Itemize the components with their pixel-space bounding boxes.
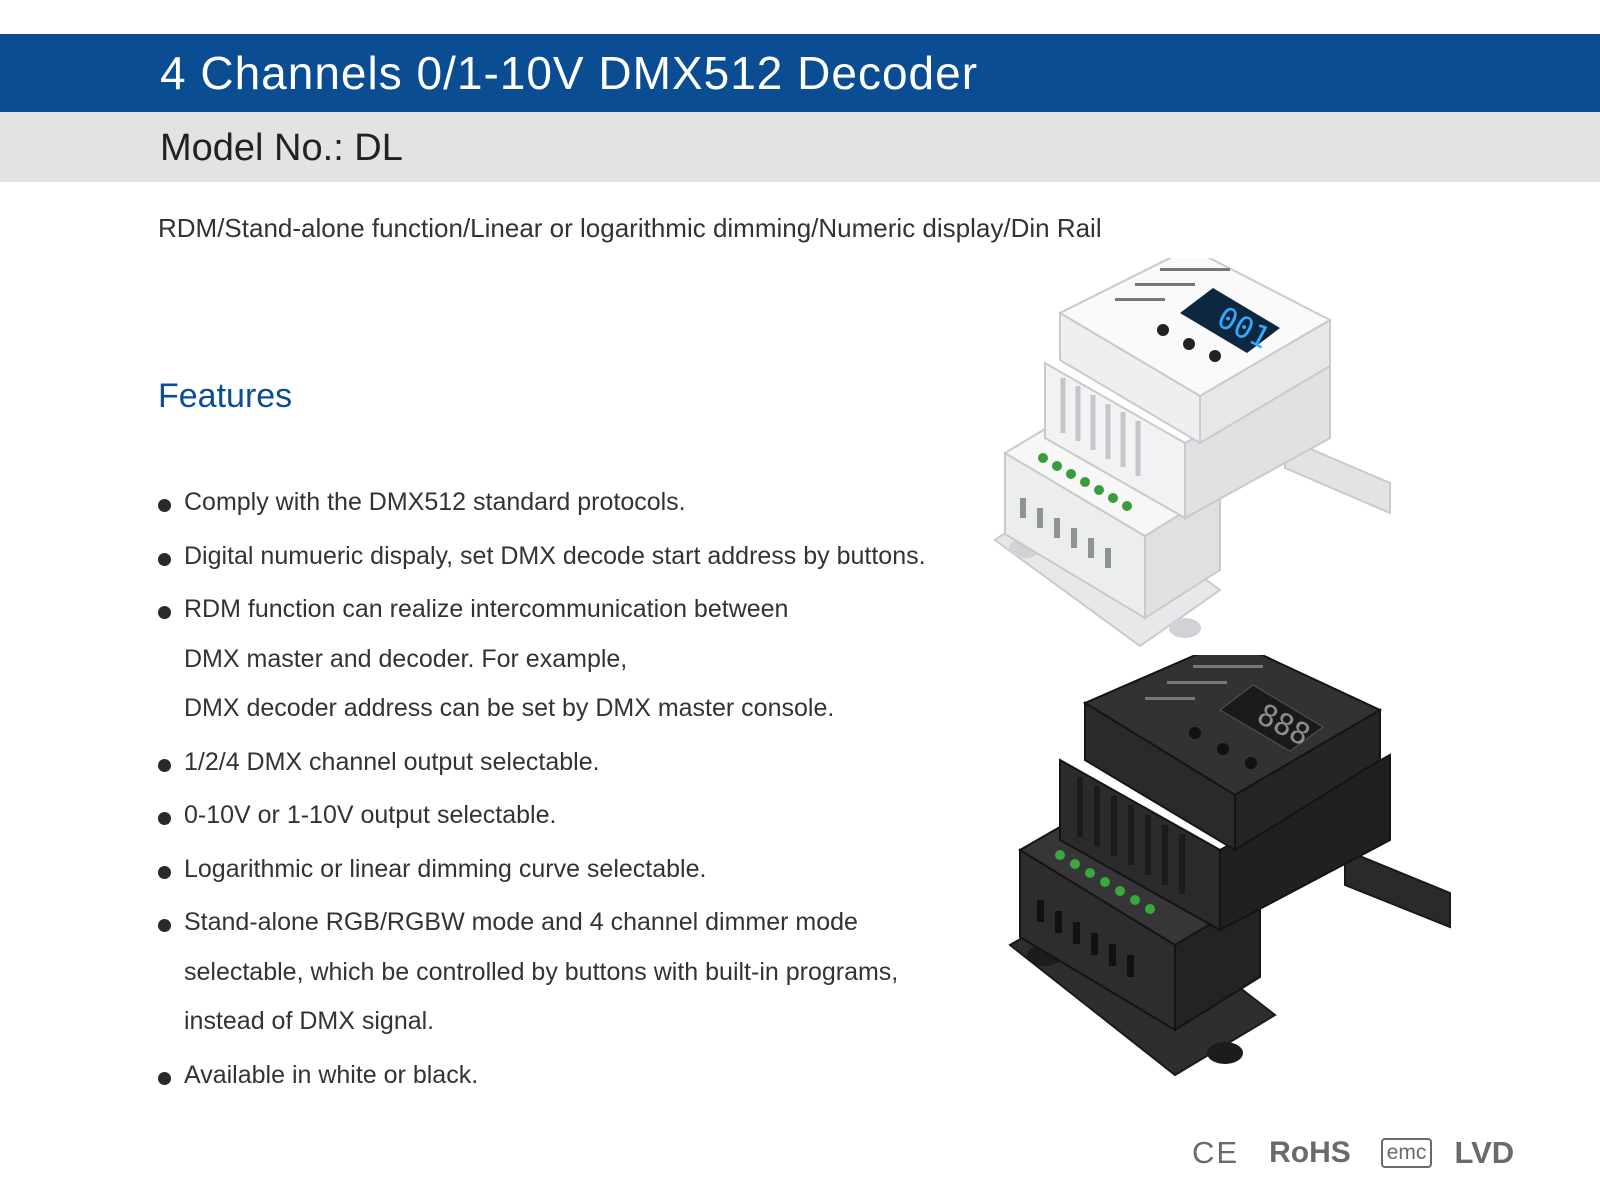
feature-line: Logarithmic or linear dimming curve sele… [184, 854, 707, 883]
feature-item: Stand-alone RGB/RGBW mode and 4 channel … [158, 898, 948, 1047]
bullet-icon [158, 552, 171, 566]
bullet-icon [158, 919, 171, 932]
feature-line: DMX decoder address can be set by DMX ma… [184, 694, 835, 722]
feature-item: Digital numueric dispaly, set DMX decode… [158, 532, 948, 582]
lvd-mark: LVD [1454, 1135, 1515, 1170]
bullet-icon [158, 499, 171, 512]
feature-list: Comply with the DMX512 standard protocol… [158, 478, 948, 1104]
bullet-icon [158, 758, 171, 772]
model-bar: Model No.: DL [0, 112, 1600, 182]
feature-line: selectable, which be controlled by butto… [184, 957, 899, 986]
white-decoder-image: 001 [993, 258, 1391, 648]
model-number: Model No.: DL [160, 127, 403, 169]
feature-item: 1/2/4 DMX channel output selectable. [158, 738, 948, 788]
feature-line: Available in white or black. [184, 1060, 479, 1089]
title-bar: 4 Channels 0/1-10V DMX512 Decoder [0, 34, 1600, 112]
bullet-icon [158, 606, 171, 619]
feature-item: RDM function can realize intercommunicat… [158, 585, 948, 734]
certification-marks: CE RoHS emc LVD [1192, 1130, 1514, 1176]
feature-line: instead of DMX signal. [184, 1007, 435, 1035]
black-decoder-image: 888 [1008, 655, 1451, 1077]
feature-item: 0-10V or 1-10V output selectable. [158, 791, 948, 841]
features-heading: Features [158, 377, 293, 415]
feature-line: Stand-alone RGB/RGBW mode and 4 channel … [184, 908, 858, 936]
page-title: 4 Channels 0/1-10V DMX512 Decoder [160, 47, 979, 99]
feature-line: Digital numueric dispaly, set DMX decode… [184, 541, 926, 570]
rohs-mark: RoHS [1269, 1136, 1351, 1169]
feature-line: Comply with the DMX512 standard protocol… [184, 488, 686, 516]
bullet-icon [158, 812, 171, 825]
ce-mark: CE [1192, 1135, 1240, 1170]
feature-line: DMX master and decoder. For example, [184, 644, 628, 673]
feature-item: Logarithmic or linear dimming curve sele… [158, 845, 948, 895]
feature-summary: RDM/Stand-alone function/Linear or logar… [158, 213, 1102, 243]
emc-mark: emc [1380, 1138, 1433, 1168]
feature-line: 0-10V or 1-10V output selectable. [184, 801, 557, 829]
bullet-icon [158, 865, 171, 879]
bullet-icon [158, 1071, 171, 1085]
feature-item: Comply with the DMX512 standard protocol… [158, 478, 948, 528]
feature-line: 1/2/4 DMX channel output selectable. [184, 747, 600, 776]
feature-item: Available in white or black. [158, 1051, 948, 1101]
feature-line: RDM function can realize intercommunicat… [184, 595, 789, 623]
